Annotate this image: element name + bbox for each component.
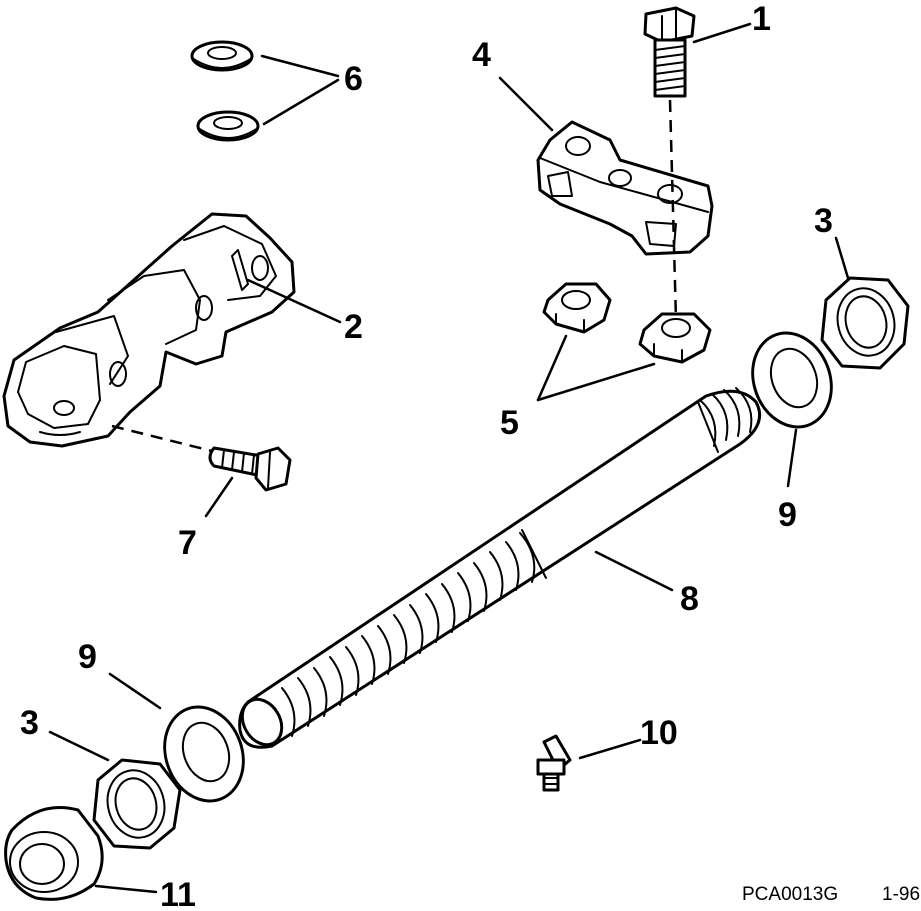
callout-9-left: 9 bbox=[78, 638, 97, 676]
part-5-nut-lower bbox=[638, 312, 712, 364]
callout-9-right: 9 bbox=[778, 496, 797, 534]
part-3-nut-right bbox=[820, 276, 910, 370]
callout-4: 4 bbox=[472, 36, 491, 74]
callout-numbers: 1 2 3 3 4 5 6 7 8 9 9 10 11 bbox=[20, 0, 833, 911]
callout-6: 6 bbox=[344, 60, 363, 98]
part-11-cap bbox=[4, 806, 104, 901]
part-6-washer-lower bbox=[196, 110, 260, 142]
callout-2: 2 bbox=[344, 308, 363, 346]
callout-7: 7 bbox=[178, 524, 197, 562]
part-5-nut-upper bbox=[542, 282, 612, 334]
footer-code: PCA0013G bbox=[742, 884, 838, 905]
part-8-tube bbox=[238, 387, 761, 749]
part-9-washer-left bbox=[163, 705, 245, 803]
callout-3-left: 3 bbox=[20, 704, 39, 742]
part-3-nut-left bbox=[92, 758, 182, 850]
part-10-grease-fitting bbox=[536, 734, 572, 792]
callout-1: 1 bbox=[752, 0, 771, 38]
part-7-bolt bbox=[208, 446, 292, 492]
callout-3-right: 3 bbox=[814, 202, 833, 240]
footer-date: 1-96 bbox=[882, 884, 920, 905]
callout-5: 5 bbox=[500, 404, 519, 442]
leader-lines bbox=[48, 22, 850, 894]
part-6-washer-upper bbox=[190, 40, 254, 72]
callout-11: 11 bbox=[160, 876, 196, 911]
callout-10: 10 bbox=[640, 714, 678, 752]
part-1-bolt bbox=[643, 6, 696, 98]
part-2-steering-arm bbox=[2, 212, 296, 448]
alignment-line-arm bbox=[111, 424, 217, 454]
part-9-washer-right bbox=[751, 331, 833, 429]
part-4-clamp-block bbox=[536, 120, 714, 256]
callout-8: 8 bbox=[680, 580, 699, 618]
alignment-line-bolt bbox=[668, 99, 678, 321]
